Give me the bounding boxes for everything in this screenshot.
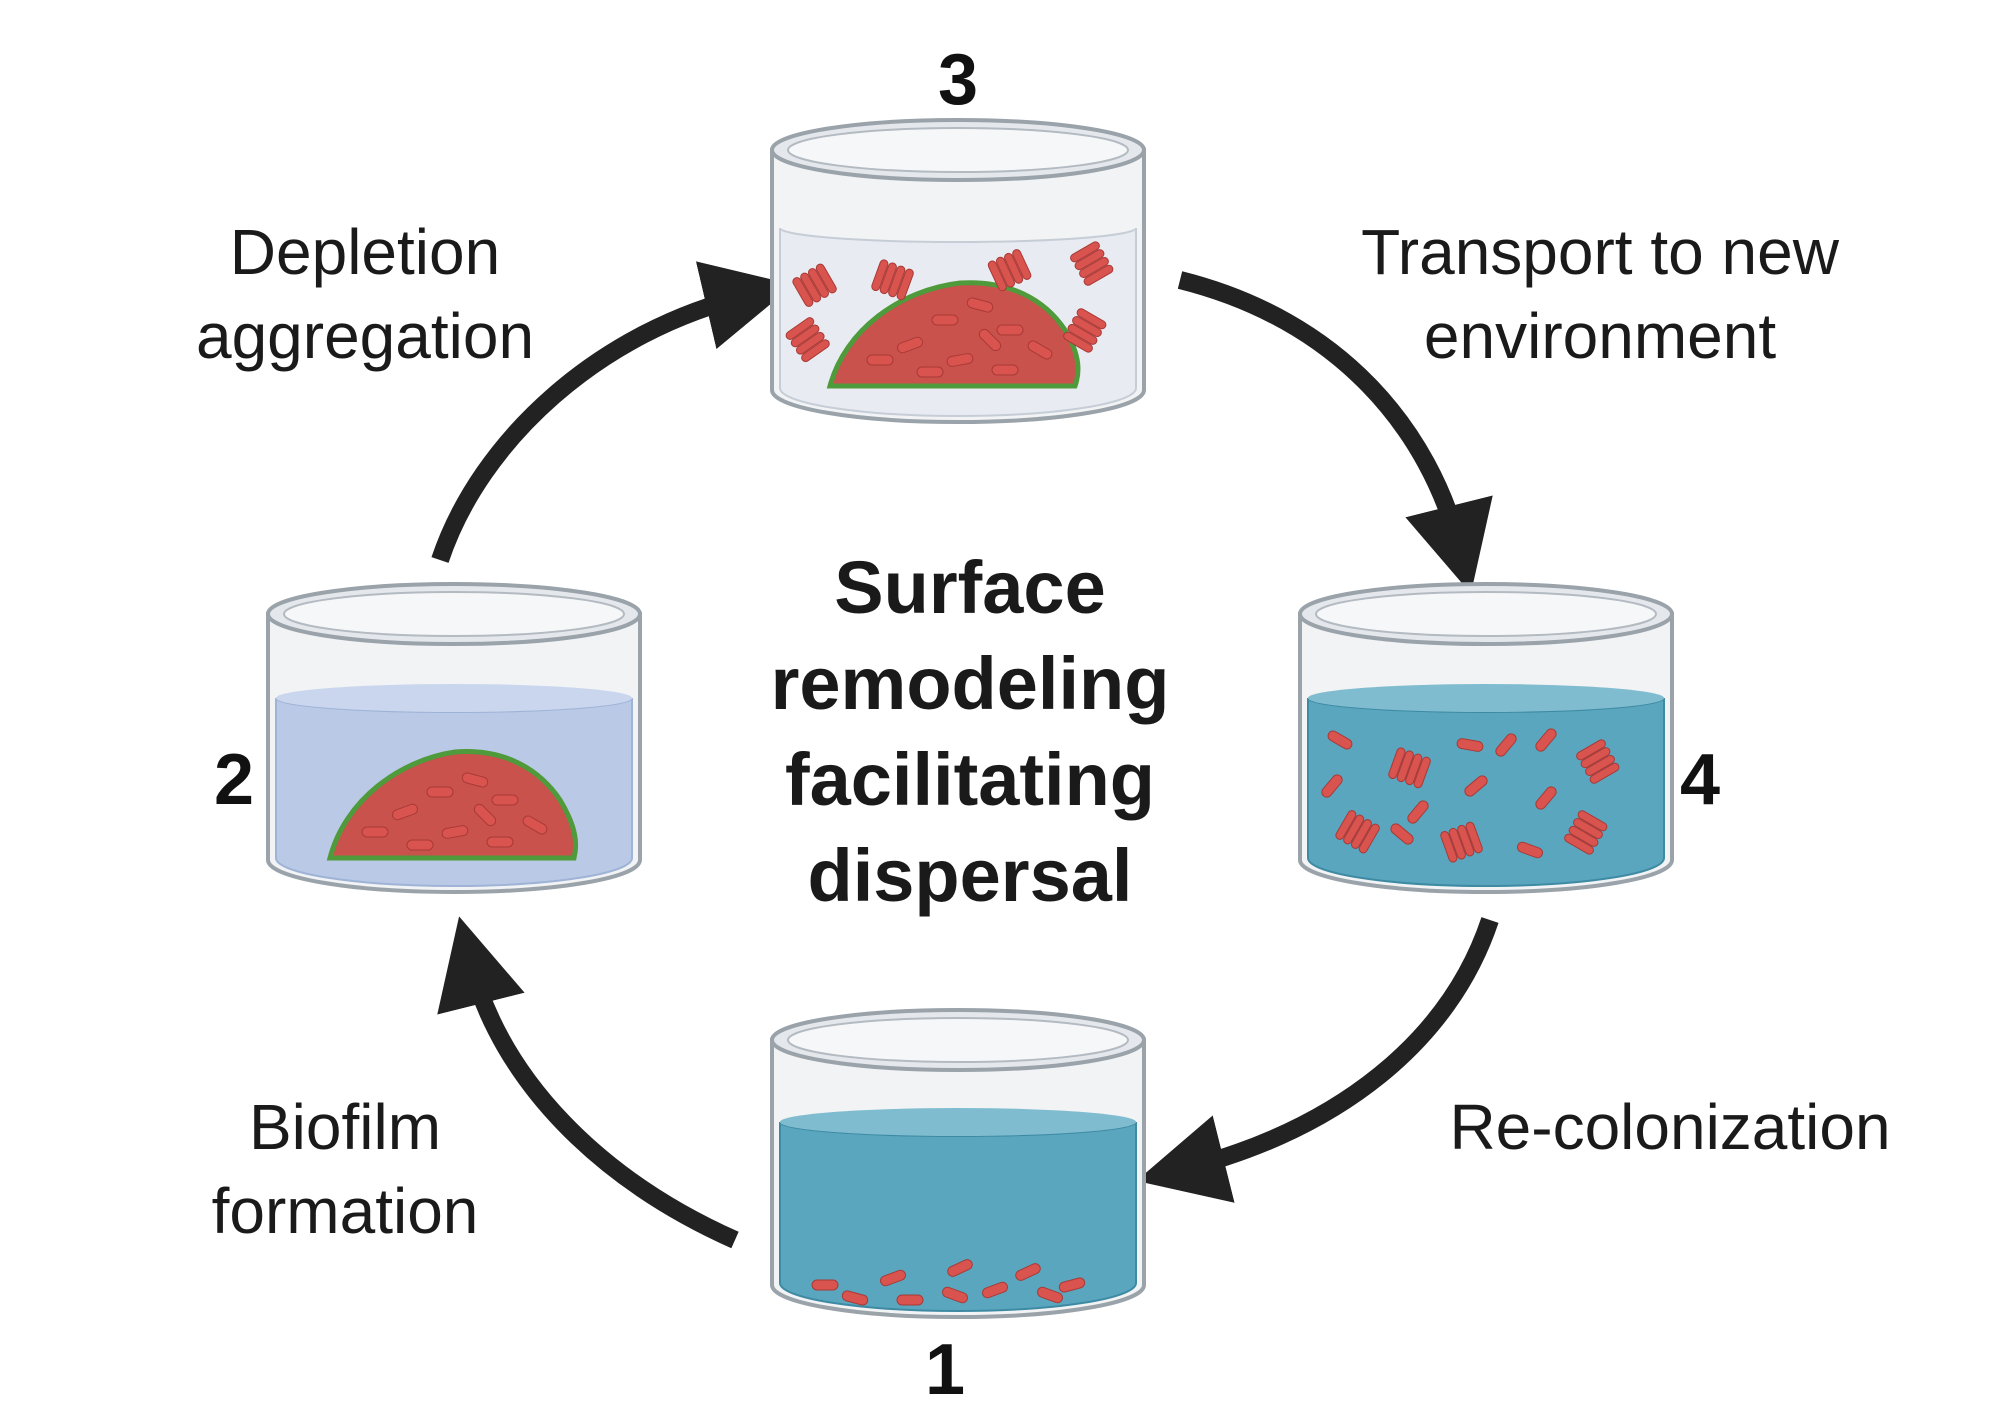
label-line: Transport to new [1361,216,1839,288]
step-number-4: 4 [1680,740,1721,820]
arrow-4-to-1 [1136,917,1499,1203]
arrow-3-to-4 [1177,271,1493,594]
center-title-line: facilitating [784,738,1156,821]
dish-3 [770,118,1146,424]
label-line: Re-colonization [1449,1091,1891,1163]
step-number-3: 3 [938,40,979,120]
dish-2 [266,582,642,894]
center-title: Surface remodeling facilitating dispersa… [720,540,1220,924]
center-title-line: dispersal [807,834,1133,917]
label-depletion-aggregation: Depletion aggregation [150,210,580,378]
dish-4 [1298,582,1674,894]
label-line: environment [1423,300,1777,372]
label-line: Biofilm [248,1091,442,1163]
label-biofilm-formation: Biofilm formation [160,1085,530,1253]
arrow-1-to-2 [437,916,739,1249]
center-title-line: Surface [834,546,1106,629]
label-transport: Transport to new environment [1300,210,1900,378]
label-line: aggregation [195,300,535,372]
arrow-2-to-3 [431,261,794,563]
dish-1 [770,1008,1146,1319]
label-line: formation [211,1175,479,1247]
step-number-2: 2 [214,740,255,820]
label-line: Depletion [229,216,501,288]
label-re-colonization: Re-colonization [1390,1085,1950,1169]
biofilm-mound-2 [326,749,579,861]
step-number-1: 1 [925,1330,966,1410]
center-title-line: remodeling [770,642,1170,725]
